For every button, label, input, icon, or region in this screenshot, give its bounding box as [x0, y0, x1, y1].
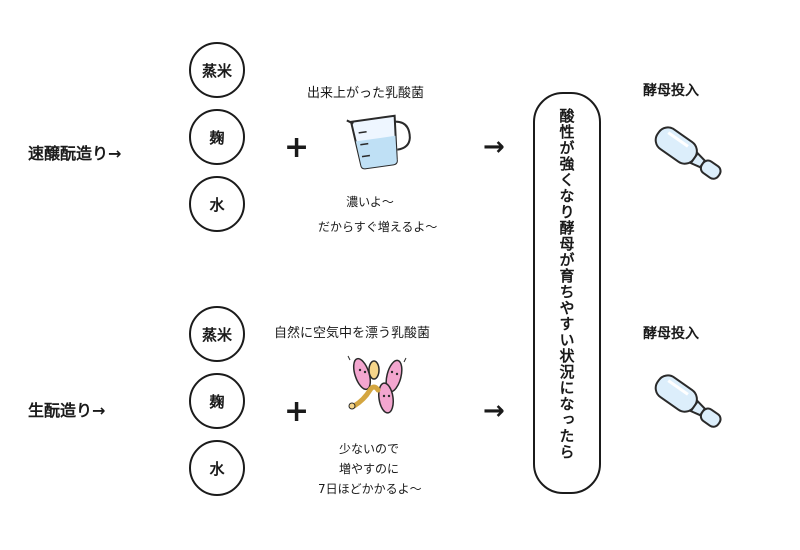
arrow-to-bubble-bottom: →	[483, 396, 505, 426]
ingredient-koji: 麹	[189, 373, 245, 429]
plus-sign: +	[284, 130, 310, 165]
ampule-icon	[654, 374, 722, 428]
method-label-sokujo: 速醸酛造り→	[28, 144, 122, 163]
note-seven-days: 7日ほどかかるよ〜	[318, 482, 422, 496]
note-concentrated: 濃いよ〜	[346, 195, 394, 209]
note-to-grow: 増やすのに	[338, 462, 399, 476]
ingredient-water: 水	[189, 176, 245, 232]
note-few: 少ないので	[338, 442, 399, 456]
measuring-cup-icon	[346, 114, 411, 170]
note-grow-fast: だからすぐ増えるよ〜	[318, 220, 438, 234]
condition-bubble: 酸性が強くなり酵母が育ちやすい状況になったら	[533, 92, 601, 494]
plus-sign: +	[284, 394, 310, 429]
bacteria-icon	[347, 355, 407, 414]
lactic-caption-ready: 出来上がった乳酸菌	[307, 86, 425, 101]
ampule-icon	[654, 126, 722, 180]
ingredient-steamed-rice: 蒸米	[189, 42, 245, 98]
yeast-label-bottom: 酵母投入	[643, 326, 699, 342]
method-label-kimoto: 生酛造り→	[28, 401, 106, 420]
condition-text: 酸性が強くなり酵母が育ちやすい状況になったら	[557, 108, 576, 460]
ingredient-water: 水	[189, 440, 245, 496]
lactic-caption-wild: 自然に空気中を漂う乳酸菌	[274, 326, 431, 341]
yeast-label-top: 酵母投入	[643, 83, 699, 99]
arrow-to-bubble-top: →	[483, 132, 505, 162]
ingredient-koji: 麹	[189, 109, 245, 165]
ingredient-steamed-rice: 蒸米	[189, 306, 245, 362]
